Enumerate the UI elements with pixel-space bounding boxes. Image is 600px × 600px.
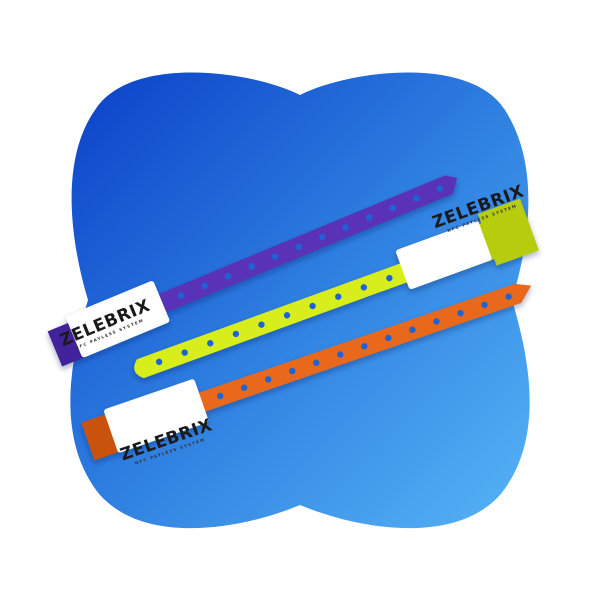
orange-holes [216, 293, 512, 400]
strap-hole [265, 376, 272, 383]
strap-hole [155, 358, 163, 366]
strap-hole [385, 334, 392, 342]
purple-strap [126, 175, 458, 326]
strap-hole [283, 312, 291, 319]
strap-hole [335, 293, 342, 300]
strap-hole [361, 343, 368, 350]
orange-strap [179, 283, 532, 419]
strap-hole [313, 359, 320, 367]
strap-hole [360, 284, 368, 291]
strap-hole [201, 282, 208, 290]
yellow-strap [134, 243, 464, 379]
yellow-wristband [134, 198, 539, 379]
strap-hole [433, 318, 440, 325]
strap-hole [318, 233, 326, 241]
strap-hole [505, 293, 512, 300]
strap-hole [365, 214, 373, 221]
strap-hole [386, 274, 393, 282]
strap-hole [224, 272, 232, 280]
strap-hole [481, 301, 488, 309]
strap-hole [181, 349, 188, 356]
purple-holes [177, 185, 443, 299]
purple-wristband [47, 175, 458, 367]
strap-hole [309, 302, 316, 310]
strap-hole [413, 195, 420, 202]
strap-hole [436, 185, 443, 192]
strap-hole [248, 263, 255, 270]
strap-hole [271, 253, 279, 260]
purple-label-panel [66, 281, 170, 358]
strap-hole [258, 321, 265, 328]
strap-hole [409, 326, 416, 333]
strap-hole [177, 292, 185, 299]
strap-hole [342, 224, 349, 231]
strap-hole [295, 243, 302, 251]
strap-hole [207, 340, 214, 347]
strap-hole [216, 392, 224, 400]
strap-hole [389, 204, 396, 212]
orange-wristband [81, 283, 532, 461]
strap-hole [240, 384, 248, 391]
strap-hole [232, 330, 240, 338]
strap-hole [337, 351, 344, 358]
orange-label-panel [104, 379, 209, 453]
yellow-holes [155, 274, 393, 366]
yellow-label-panel [396, 221, 492, 290]
strap-hole [289, 367, 296, 375]
strap-hole [457, 309, 464, 317]
